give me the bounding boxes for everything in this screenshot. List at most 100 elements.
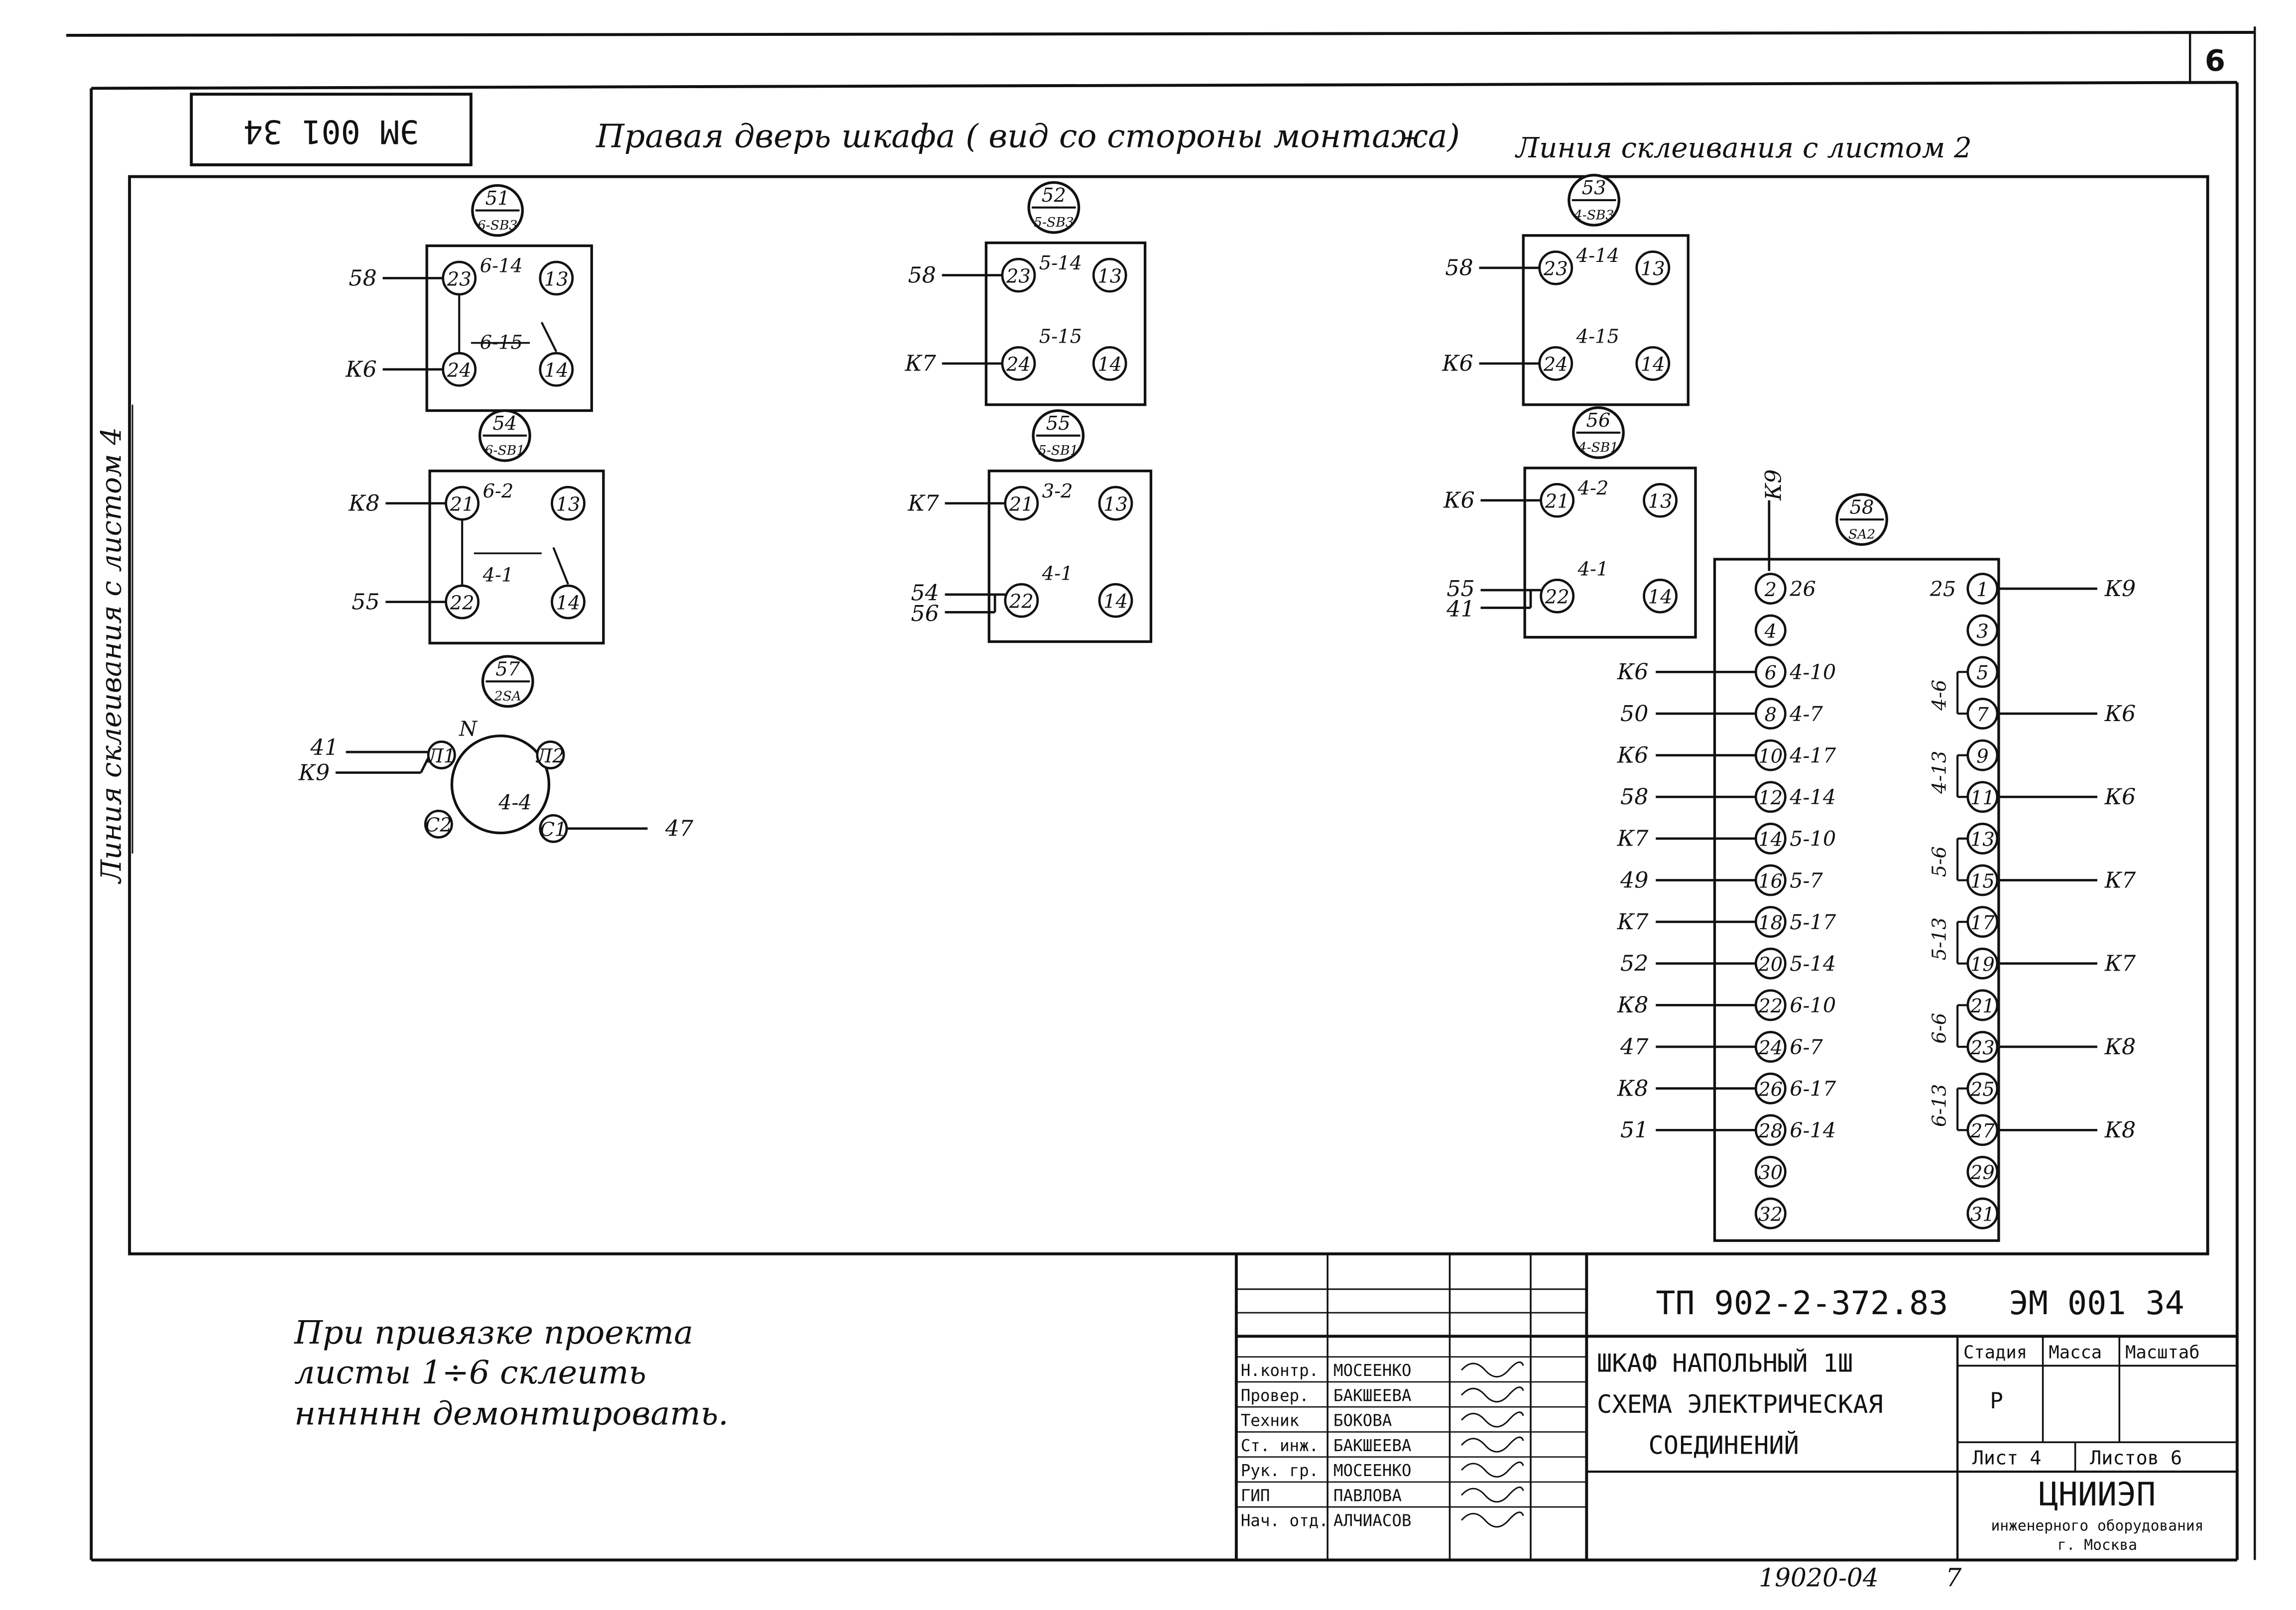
wire-label: К7 — [2104, 867, 2136, 893]
terminal-circle — [1635, 250, 1671, 285]
terminal-circle — [1098, 583, 1133, 618]
pin-label: 5-14 — [1039, 252, 1082, 274]
pin-label: 4-7 — [1789, 702, 1823, 726]
terminal-label: 21 — [1545, 491, 1570, 513]
wire-label: К8 — [1617, 1076, 1649, 1101]
terminal-circle — [1004, 583, 1039, 618]
component-tag-code: 4-SB3 — [1573, 207, 1614, 223]
pin-label: 4-1 — [1577, 558, 1609, 580]
pin-label: 4-14 — [1789, 785, 1836, 809]
wire-label: 52 — [1620, 951, 1648, 977]
wire-label: 50 — [1620, 701, 1648, 727]
signature-role: Техник — [1241, 1411, 1300, 1430]
terminal-label: 10 — [1758, 745, 1783, 767]
sheets-label: Листов 6 — [2090, 1447, 2182, 1469]
signature-role: ГИП — [1241, 1486, 1270, 1505]
wire-label: К6 — [2104, 701, 2136, 727]
signature-scribble — [1460, 1486, 1524, 1503]
org-name: ЦНИИЭП — [2039, 1476, 2156, 1513]
pin-label: 4-14 — [1576, 245, 1619, 267]
rotated-code-box: ЭМ 001 34 — [190, 93, 473, 166]
org-line-2: инженерного оборудования — [1991, 1517, 2203, 1534]
terminal-label: 22 — [1758, 995, 1783, 1017]
wire-label: К6 — [1442, 351, 1473, 376]
wire-label: 47 — [1620, 1034, 1649, 1060]
wire-label: 58 — [1445, 255, 1473, 281]
wire-label: К8 — [1617, 992, 1649, 1018]
pin-label: 3-2 — [1042, 480, 1073, 502]
sheet-label: Лист 4 — [1972, 1447, 2042, 1469]
terminal-circle — [1540, 578, 1575, 614]
signature-name: МОСЕЕНКО — [1333, 1461, 1412, 1480]
wire-label: К8 — [2104, 1117, 2136, 1143]
wire-label: К7 — [907, 491, 939, 516]
terminal-label: 24 — [1543, 354, 1568, 376]
terminal-label: 31 — [1970, 1203, 1995, 1226]
wire-label: 58 — [349, 265, 376, 291]
wire-label: К6 — [1443, 488, 1475, 513]
note-line-2: листы 1÷6 склеить — [294, 1354, 646, 1391]
terminal-label: 29 — [1970, 1162, 1995, 1184]
pin-label: 4-17 — [1789, 743, 1836, 767]
signature-role: Ст. инж. — [1241, 1436, 1319, 1455]
component-box — [987, 470, 1153, 643]
wire-label: 51 — [1620, 1117, 1648, 1143]
terminal-circle — [1643, 483, 1678, 518]
wire — [420, 757, 430, 773]
terminal-label: 13 — [1097, 265, 1122, 287]
terminal-label: 4 — [1764, 620, 1777, 642]
terminal-label: 14 — [1758, 829, 1783, 851]
component-box — [984, 241, 1147, 406]
switch-terminal — [1754, 1156, 1787, 1188]
footer-code: 19020-04 — [1759, 1563, 1879, 1593]
wire-label: К9 — [1761, 469, 1786, 501]
terminal-label: 17 — [1970, 912, 1995, 934]
title-line-3: СОЕДИНЕНИЙ — [1648, 1431, 1799, 1460]
switch-terminal — [1966, 614, 1999, 646]
terminal-label: 23 — [1543, 258, 1568, 280]
lamp-body — [450, 734, 551, 835]
component-tag-number: 53 — [1582, 177, 1606, 199]
pin-label: 6-17 — [1790, 1077, 1836, 1101]
signature-scribble — [1460, 1386, 1524, 1403]
terminal-label: 14 — [1103, 591, 1128, 613]
pin-label: 5-7 — [1790, 868, 1823, 892]
component-tag-code: 4-SB1 — [1578, 440, 1619, 455]
terminal-label: 13 — [1103, 493, 1128, 515]
terminal-label: 14 — [556, 592, 580, 614]
wire-label: 41 — [310, 735, 338, 760]
wire-label: 47 — [665, 816, 694, 842]
terminal-label: 13 — [556, 493, 580, 515]
wire-label: К6 — [1617, 743, 1649, 768]
signature-scribble — [1460, 1461, 1524, 1478]
switch-terminal — [1754, 573, 1787, 605]
switch-terminal — [1754, 614, 1787, 646]
wire-label: К7 — [904, 351, 936, 376]
title-line-1: ШКАФ НАПОЛЬНЫЙ 1Ш — [1597, 1348, 1853, 1377]
signature-scribble — [1460, 1511, 1524, 1528]
org-line-3: г. Москва — [2057, 1536, 2137, 1553]
terminal-circle — [539, 260, 574, 296]
terminal-circle — [551, 584, 586, 619]
terminal-circle — [536, 741, 565, 769]
terminal-circle — [1643, 578, 1678, 614]
col-mass: Масса — [2049, 1343, 2102, 1363]
terminal-circle — [551, 486, 586, 521]
component-tag-code: SA2 — [1848, 527, 1875, 542]
terminal-label: 3 — [1976, 620, 1988, 642]
terminal-label: Л2 — [535, 745, 564, 767]
wire-label: К6 — [345, 357, 377, 382]
signature-name: БОКОВА — [1333, 1411, 1392, 1430]
terminal-label: 24 — [1758, 1037, 1783, 1059]
wire-label: К9 — [2104, 576, 2136, 602]
wire-label: 58 — [908, 262, 936, 288]
contact-blade — [552, 547, 569, 585]
terminal-label: 1 — [1976, 579, 1988, 601]
heading: Правая дверь шкафа ( вид со стороны монт… — [596, 118, 1460, 155]
